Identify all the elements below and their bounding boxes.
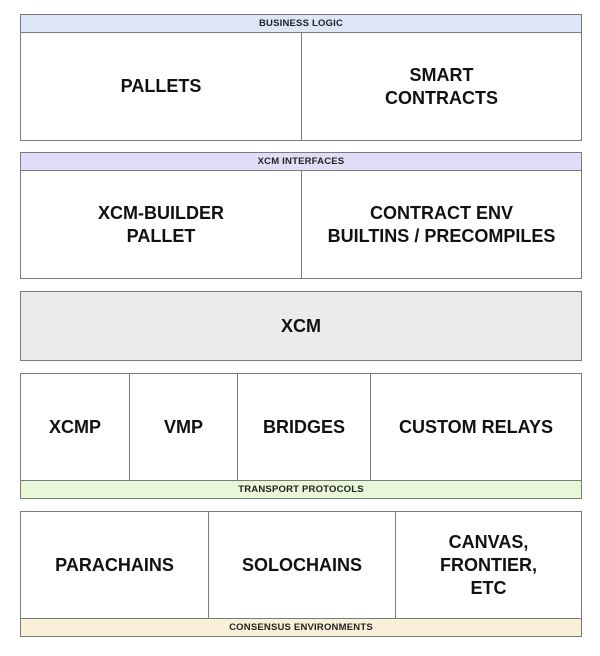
- pallets-label: PALLETS: [120, 76, 202, 96]
- transport-protocols-layer: XCMP VMP BRIDGES CUSTOM RELAYS TRANSPORT…: [20, 373, 582, 499]
- custom-relays-label: CUSTOM RELAYS: [398, 416, 554, 437]
- transport-protocols-label: TRANSPORT PROTOCOLS: [21, 480, 581, 498]
- consensus-environments-layer: PARACHAINS SOLOCHAINS CANVAS, FRONTIER, …: [20, 511, 582, 637]
- bridges-box: BRIDGES: [238, 374, 371, 480]
- xcm-layer: XCM: [20, 291, 582, 361]
- xcm-box: XCM: [21, 292, 581, 360]
- xcm-builder-pallet-label: XCM-BUILDER PALLET: [98, 202, 224, 246]
- smart-contracts-label: SMART CONTRACTS: [385, 64, 498, 108]
- solochains-box: SOLOCHAINS: [209, 512, 396, 618]
- canvas-frontier-box: CANVAS, FRONTIER, ETC: [396, 512, 581, 618]
- xcm-interfaces-layer: XCM INTERFACES XCM-BUILDER PALLET CONTRA…: [20, 152, 582, 279]
- contract-env-box: CONTRACT ENV BUILTINS / PRECOMPILES: [302, 171, 581, 278]
- consensus-environments-label: CONSENSUS ENVIRONMENTS: [21, 618, 581, 636]
- smart-contracts-box: SMART CONTRACTS: [302, 33, 581, 140]
- business-logic-label: BUSINESS LOGIC: [21, 15, 581, 33]
- xcm-builder-pallet-box: XCM-BUILDER PALLET: [21, 171, 302, 278]
- custom-relays-box: CUSTOM RELAYS: [371, 374, 581, 480]
- xcm-label: XCM: [281, 315, 321, 336]
- vmp-box: VMP: [130, 374, 238, 480]
- xcmp-box: XCMP: [21, 374, 130, 480]
- solochains-label: SOLOCHAINS: [241, 554, 362, 575]
- parachains-box: PARACHAINS: [21, 512, 209, 618]
- bridges-label: BRIDGES: [262, 416, 345, 437]
- pallets-box: PALLETS: [21, 33, 302, 140]
- vmp-label: VMP: [163, 416, 203, 437]
- parachains-label: PARACHAINS: [55, 554, 174, 575]
- business-logic-layer: BUSINESS LOGIC PALLETS SMART CONTRACTS: [20, 14, 582, 141]
- xcmp-label: XCMP: [48, 416, 101, 437]
- canvas-frontier-label: CANVAS, FRONTIER, ETC: [440, 531, 537, 598]
- contract-env-label: CONTRACT ENV BUILTINS / PRECOMPILES: [327, 202, 556, 246]
- xcm-interfaces-label: XCM INTERFACES: [21, 153, 581, 171]
